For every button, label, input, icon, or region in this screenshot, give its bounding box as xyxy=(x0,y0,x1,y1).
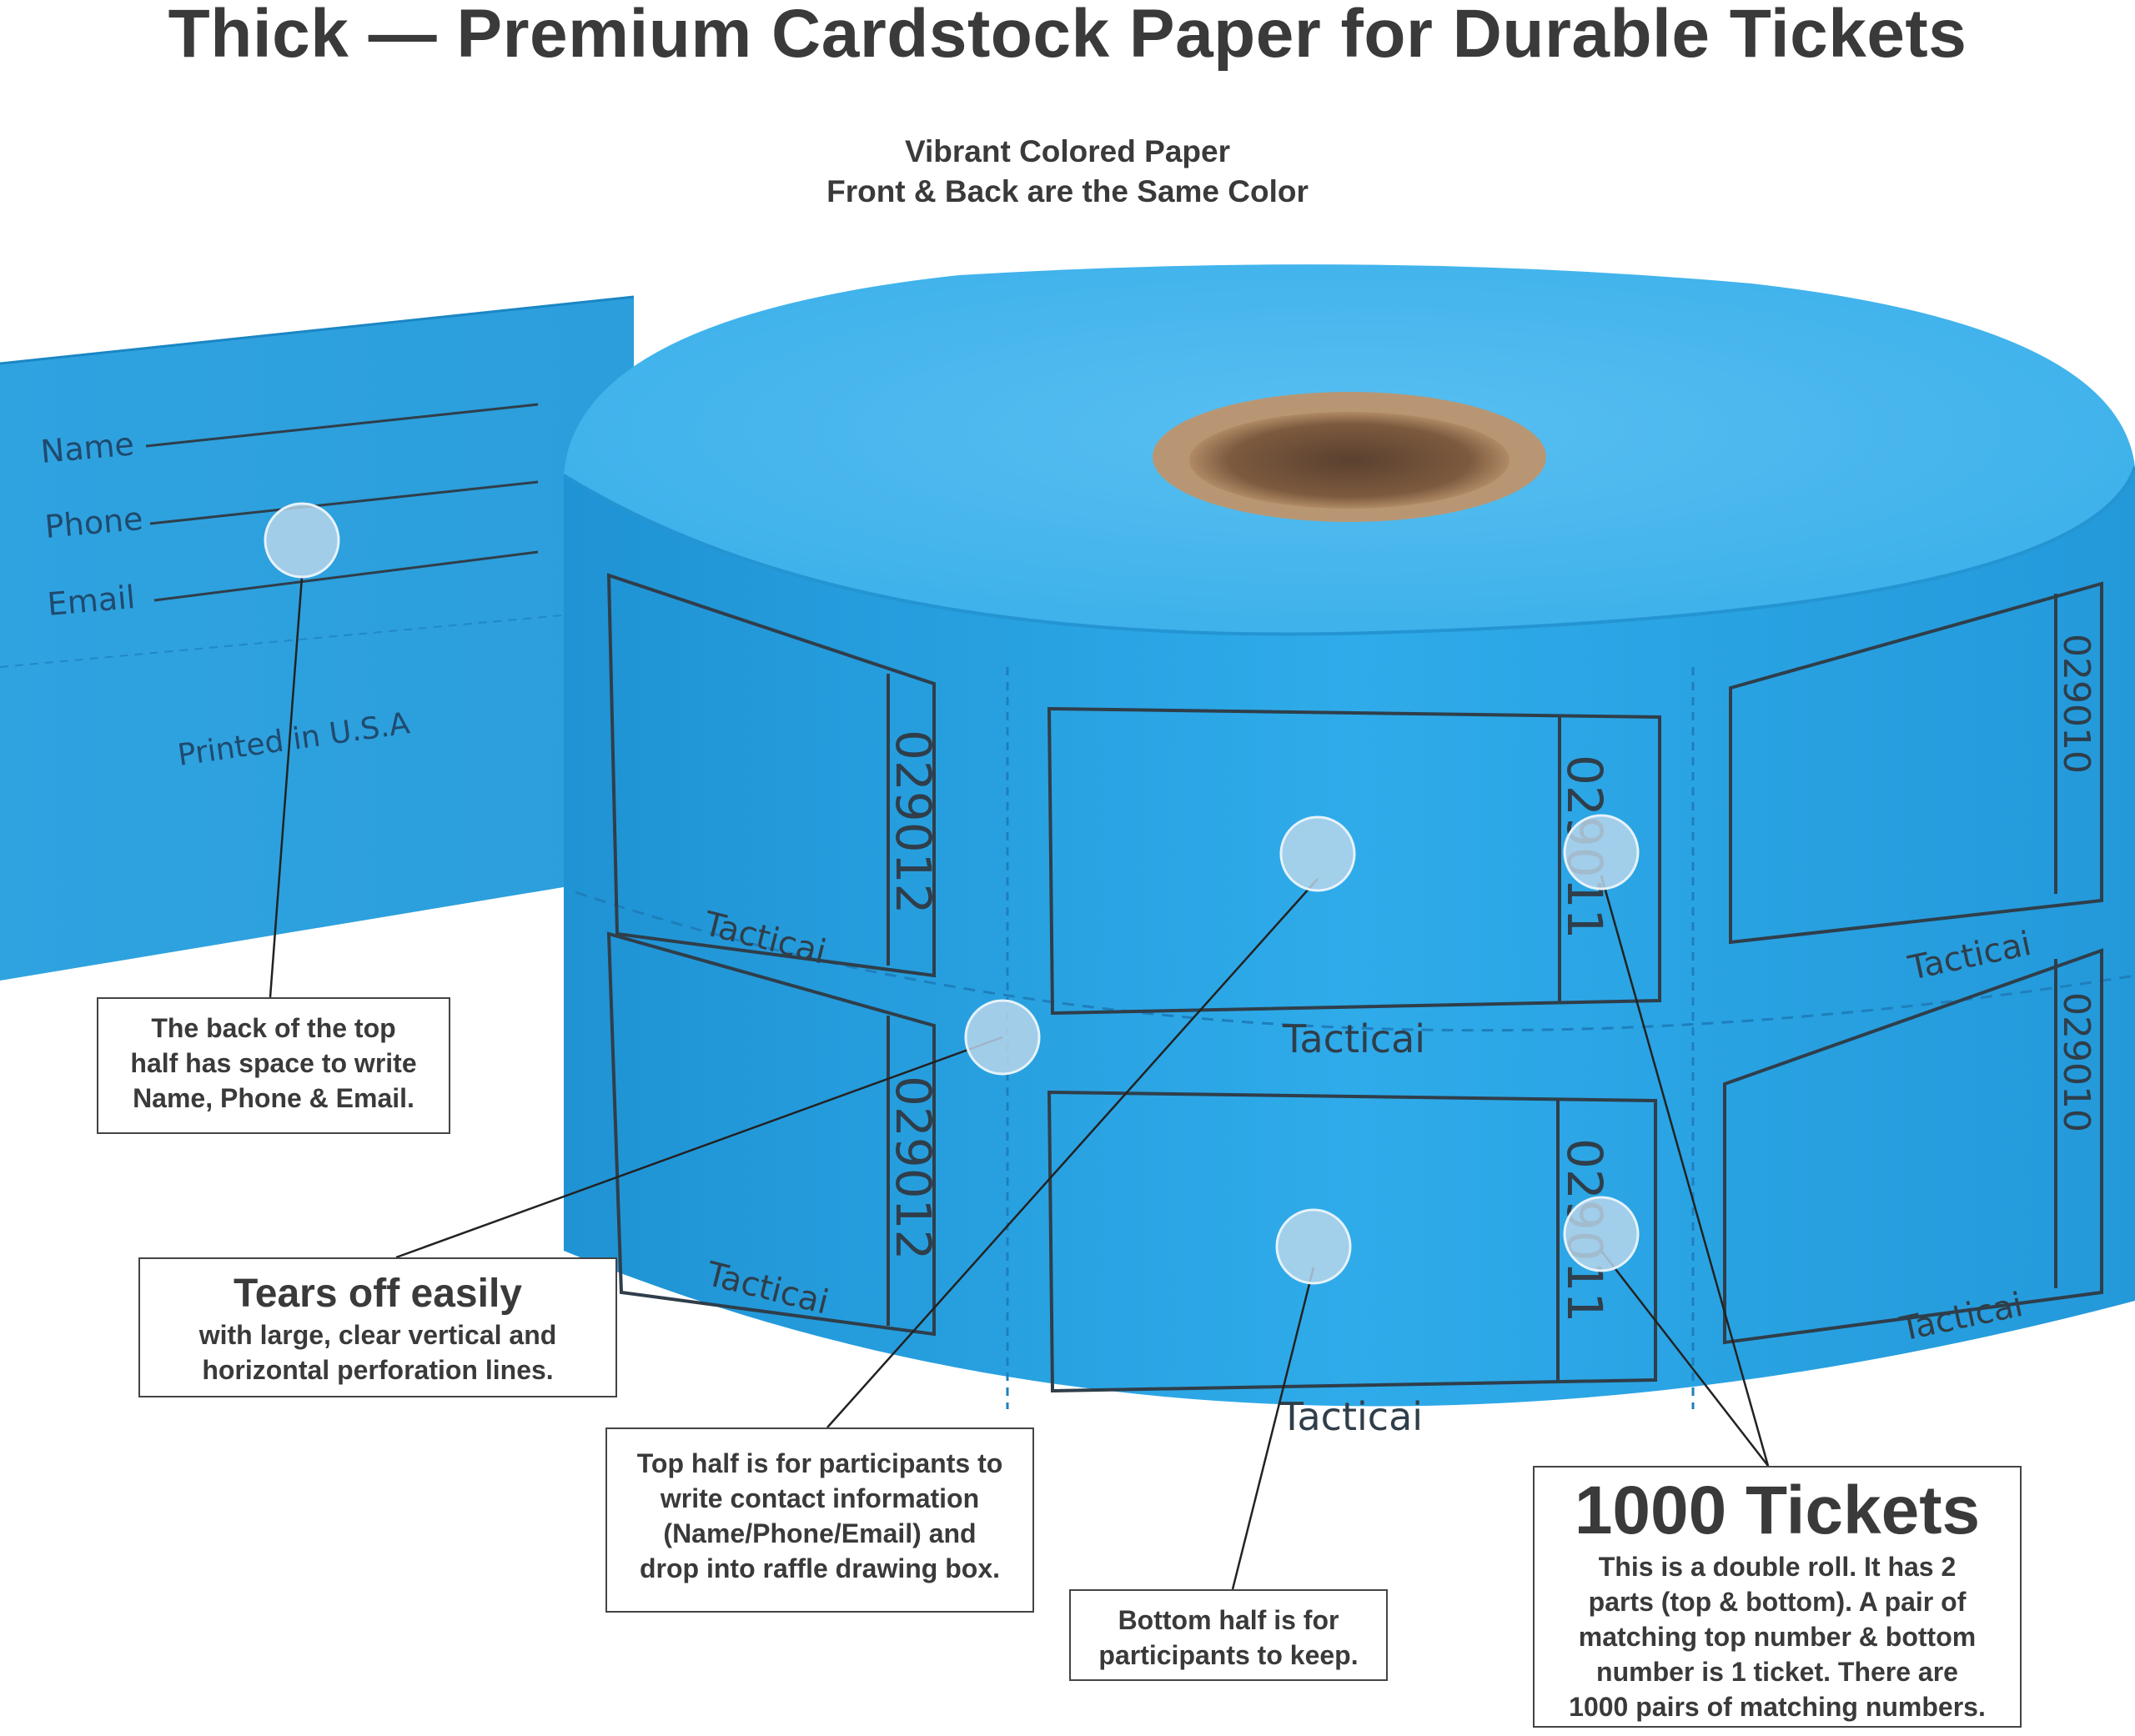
ticket-brand-middle-top: Tacticai xyxy=(1282,1016,1425,1061)
marker-dot-back xyxy=(264,502,340,579)
callout-top-half-line-4: drop into raffle drawing box. xyxy=(640,1553,1000,1583)
marker-dot-number-bottom xyxy=(1563,1196,1640,1272)
callout-count-line-3: matching top number & bottom xyxy=(1578,1622,1977,1652)
subtitle-line-1: Vibrant Colored Paper xyxy=(905,134,1230,168)
ticket-number-right-bottom: 029010 xyxy=(2055,992,2097,1132)
ticket-outlines xyxy=(606,573,2103,1393)
subtitle: Vibrant Colored Paper Front & Back are t… xyxy=(0,132,2135,212)
callout-ticket-count: 1000 Tickets This is a double roll. It h… xyxy=(1533,1466,2022,1728)
strip-name-label: Name xyxy=(39,425,136,470)
callout-back-half-line-1: The back of the top xyxy=(151,1013,396,1043)
leader-lines xyxy=(269,576,1770,1590)
callout-tears-heading: Tears off easily xyxy=(234,1272,522,1316)
page-title: Thick — Premium Cardstock Paper for Dura… xyxy=(168,0,1967,72)
callout-bottom-half-line-2: participants to keep. xyxy=(1098,1640,1359,1670)
ticket-number-left-bottom: 029012 xyxy=(885,1076,942,1260)
strip-phone-label: Phone xyxy=(43,500,144,545)
callout-top-half-line-2: write contact information xyxy=(660,1483,980,1513)
marker-dot-perforation xyxy=(964,999,1041,1076)
callout-tears-off: Tears off easily with large, clear verti… xyxy=(138,1257,617,1397)
callout-count-line-5: 1000 pairs of matching numbers. xyxy=(1569,1692,1986,1722)
callout-count-line-4: number is 1 ticket. There are xyxy=(1596,1657,1958,1687)
callout-top-half-line-3: (Name/Phone/Email) and xyxy=(663,1518,977,1548)
ticket-number-left-top: 029012 xyxy=(885,730,942,914)
subtitle-line-2: Front & Back are the Same Color xyxy=(826,174,1309,208)
marker-dot-bottom-half xyxy=(1275,1208,1352,1285)
ticket-brand-middle-bottom: Tacticai xyxy=(1279,1394,1423,1439)
callout-count-heading: 1000 Tickets xyxy=(1574,1473,1981,1548)
ticket-number-right-top: 029010 xyxy=(2055,634,2097,774)
callout-count-line-2: parts (top & bottom). A pair of xyxy=(1588,1587,1967,1617)
callout-bottom-half: Bottom half is for participants to keep. xyxy=(1069,1589,1388,1681)
unrolled-ticket-strip: Name Phone Email Printed in U.S.A xyxy=(0,295,635,981)
callout-tears-line-1: with large, clear vertical and xyxy=(198,1320,557,1350)
marker-dot-number-top xyxy=(1563,814,1640,891)
callout-back-half-line-2: half has space to write xyxy=(130,1048,417,1078)
callout-back-half-line-3: Name, Phone & Email. xyxy=(133,1083,414,1113)
callout-tears-line-2: horizontal perforation lines. xyxy=(202,1355,554,1385)
roll-side xyxy=(564,467,2135,1407)
callout-top-half-line-1: Top half is for participants to xyxy=(636,1448,1003,1478)
callout-back-half: The back of the top half has space to wr… xyxy=(97,997,450,1134)
strip-email-label: Email xyxy=(46,579,137,623)
callout-bottom-half-line-1: Bottom half is for xyxy=(1118,1605,1339,1635)
marker-dots xyxy=(264,502,1640,1285)
callout-count-line-1: This is a double roll. It has 2 xyxy=(1598,1552,1957,1582)
callout-top-half: Top half is for participants to write co… xyxy=(605,1427,1034,1613)
marker-dot-top-half xyxy=(1279,815,1356,892)
